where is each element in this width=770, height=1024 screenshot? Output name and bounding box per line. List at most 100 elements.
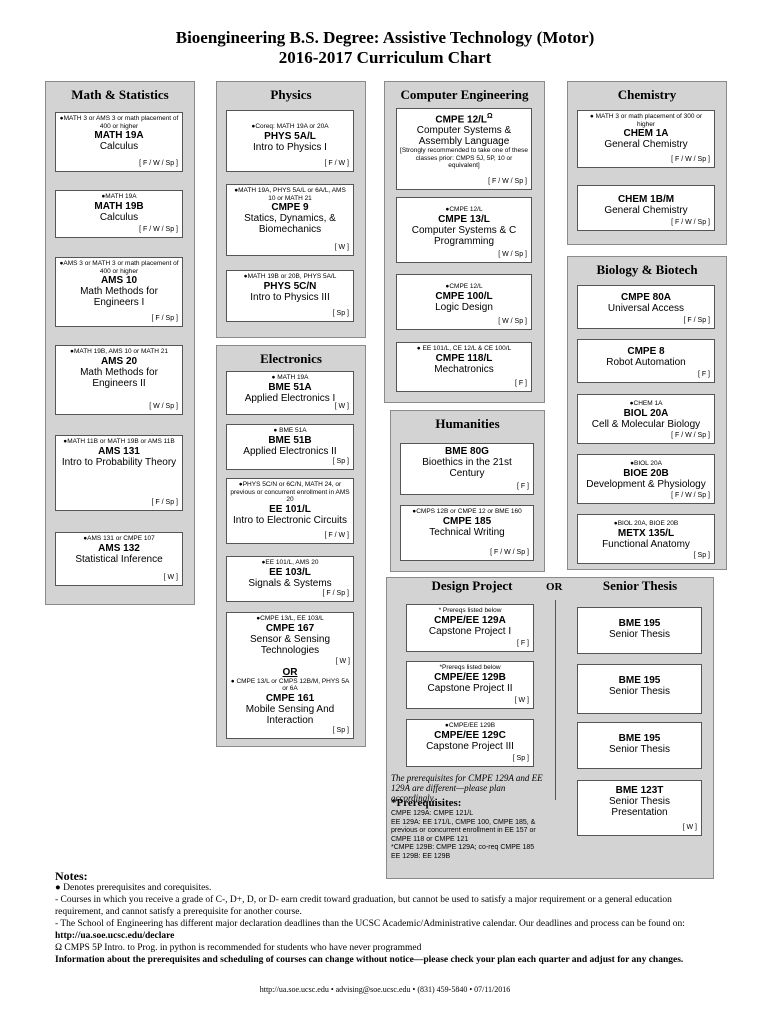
course-quarters: [ Sp ] (512, 755, 529, 762)
course-prereq: ●MATH 19B, AMS 10 or MATH 21 (70, 348, 168, 355)
course-prereq: ●BIOL 20A (630, 460, 662, 467)
notes-heading: Notes: (55, 869, 88, 883)
course-quarters: [ W / Sp ] (498, 251, 527, 258)
course-name: Intro to Physics III (250, 291, 330, 303)
course-biol-20a[interactable]: ●CHEM 1A BIOL 20A Cell & Molecular Biolo… (577, 394, 715, 444)
course-cmpe-129c[interactable]: ●CMPE/EE 129B CMPE/EE 129C Capstone Proj… (406, 719, 534, 767)
course-name: Senior Thesis (609, 744, 670, 755)
course-prereq: ● MATH 3 or math placement of 300 or hig… (589, 113, 703, 128)
course-cmpe-100[interactable]: ●CMPE 12/L CMPE 100/L Logic Design [ W /… (396, 274, 532, 330)
course-bme-195-2[interactable]: BME 195 Senior Thesis (577, 664, 702, 714)
notes-section: Notes: ● Denotes prerequisites and coreq… (55, 870, 715, 966)
course-code: METX 135/L (617, 527, 675, 539)
course-bme-80g[interactable]: BME 80G Bioethics in the 21st Century [ … (400, 443, 534, 495)
course-phys-5a[interactable]: ●Coreq: MATH 19A or 20A PHYS 5A/L Intro … (226, 110, 354, 172)
course-cmpe-80a[interactable]: CMPE 80A Universal Access [ F / Sp ] (577, 285, 715, 329)
course-quarters: [ F / Sp ] (151, 315, 178, 322)
course-name: Statics, Dynamics, & Biomechanics (244, 213, 336, 235)
course-name: Calculus (99, 141, 139, 152)
course-cmpe-12[interactable]: CMPE 12/LΩ Computer Systems & Assembly L… (396, 108, 532, 190)
course-code: CMPE 118/L (435, 352, 493, 364)
course-cmpe-129b[interactable]: *Prereqs listed below CMPE/EE 129B Capst… (406, 661, 534, 709)
course-code: PHYS 5A/L (264, 130, 316, 142)
course-quarters: [ F / Sp ] (322, 590, 349, 597)
prereq-cmpe-129a: CMPE 129A: CMPE 121/L (391, 810, 474, 817)
course-bioe-20b[interactable]: ●BIOL 20A BIOE 20B Development & Physiol… (577, 454, 715, 504)
course-code: AMS 131 (98, 445, 140, 457)
course-name: Robot Automation (606, 357, 686, 368)
course-quarters: [ F / W / Sp ] (671, 432, 710, 439)
declare-link[interactable]: http://ua.soe.ucsc.edu/declare (55, 931, 175, 941)
course-bme-195-3[interactable]: BME 195 Senior Thesis (577, 722, 702, 769)
course-name: Signals & Systems (248, 577, 332, 589)
course-code: BIOE 20B (623, 467, 669, 479)
course-cmpe-8[interactable]: CMPE 8 Robot Automation [ F ] (577, 339, 715, 383)
course-name: Capstone Project I (428, 625, 512, 637)
course-code: AMS 132 (98, 542, 140, 554)
note-bullet: ● Denotes prerequisites and corequisites… (55, 883, 212, 893)
course-quarters: [ F / W / Sp ] (139, 160, 178, 167)
course-cmpe-13[interactable]: ●CMPE 12/L CMPE 13/L Computer Systems & … (396, 197, 532, 263)
or-label: OR (282, 666, 298, 678)
course-quarters: [ F / W / Sp ] (671, 156, 710, 163)
course-cmpe-129a[interactable]: * Prereqs listed below CMPE/EE 129A Caps… (406, 604, 534, 652)
course-cmpe-9[interactable]: ●MATH 19A, PHYS 5A/L or 6A/L, AMS 10 or … (226, 184, 354, 256)
course-cmpe-185[interactable]: ●CMPS 12B or CMPE 12 or BME 160 CMPE 185… (400, 505, 534, 561)
course-name: General Chemistry (604, 205, 688, 216)
course-quarters: [ W ] (514, 697, 529, 704)
course-bme-195-1[interactable]: BME 195 Senior Thesis (577, 607, 702, 654)
course-prereq: ●BIOL 20A, BIOE 20B (613, 520, 679, 527)
course-chem-1a[interactable]: ● MATH 3 or math placement of 300 or hig… (577, 110, 715, 168)
note-deadlines-text: - The School of Engineering has differen… (55, 919, 685, 929)
course-bme-51a[interactable]: ● MATH 19A BME 51A Applied Electronics I… (226, 371, 354, 415)
course-cmpe-118[interactable]: ● EE 101/L, CE 12/L & CE 100/L CMPE 118/… (396, 342, 532, 392)
course-quarters: [ Sp ] (332, 310, 349, 317)
course-prereq: ●MATH 19B or 20B, PHYS 5A/L (243, 273, 337, 280)
course-ee-101[interactable]: ●PHYS 5C/N or 6C/N, MATH 24, or previous… (226, 478, 354, 544)
course-prereq: ●MATH 19A (101, 193, 137, 200)
course-quarters: [ F / W / Sp ] (488, 178, 527, 185)
course-name: Applied Electronics I (244, 392, 336, 404)
course-cmpe-167-or-161[interactable]: ●CMPE 13/L, EE 103/L CMPE 167 Sensor & S… (226, 612, 354, 739)
course-quarters: [ F / Sp ] (683, 317, 710, 324)
course-quarters: [ W / Sp ] (498, 318, 527, 325)
course-math-19b[interactable]: ●MATH 19A MATH 19B Calculus [ F / W / Sp… (55, 190, 183, 238)
course-metx-135[interactable]: ●BIOL 20A, BIOE 20B METX 135/L Functiona… (577, 514, 715, 564)
course-quarters: [ F ] (514, 380, 527, 387)
course-code: MATH 19A (94, 130, 144, 141)
course-prereq: ● EE 101/L, CE 12/L & CE 100/L (416, 345, 512, 352)
course-ams-10[interactable]: ●AMS 3 or MATH 3 or math placement of 40… (55, 257, 183, 327)
course-prereq: ●CMPE/EE 129B (444, 722, 496, 729)
course-quarters: [ F / W / Sp ] (490, 549, 529, 556)
course-name: Math Methods for Engineers I (80, 286, 158, 308)
design-prereq-list: CMPE 129A: CMPE 121/L EE 129A: EE 171/L,… (391, 810, 551, 861)
prereq-cmpe-129b: *CMPE 129B: CMPE 129A; co-req CMPE 185 (391, 844, 535, 851)
panel-title-physics: Physics (270, 87, 312, 102)
course-ee-103[interactable]: ●EE 101/L, AMS 20 EE 103/L Signals & Sys… (226, 556, 354, 602)
course-ams-131[interactable]: ●MATH 11B or MATH 19B or AMS 11B AMS 131… (55, 435, 183, 511)
page-subtitle: 2016-2017 Curriculum Chart (278, 48, 492, 67)
course-ams-20[interactable]: ●MATH 19B, AMS 10 or MATH 21 AMS 20 Math… (55, 345, 183, 415)
course-prereq: ●MATH 19A, PHYS 5A/L or 6A/L, AMS 10 or … (234, 187, 346, 202)
course-code-alt: CMPE 161 (265, 692, 315, 704)
course-code: AMS 10 (100, 275, 138, 286)
course-name: Senior Thesis (609, 629, 670, 640)
course-bme-123t[interactable]: BME 123T Senior Thesis Presentation [ W … (577, 780, 702, 836)
course-code: CMPE/EE 129A (434, 614, 506, 626)
course-code: CMPE 185 (442, 515, 492, 527)
course-ams-132[interactable]: ●AMS 131 or CMPE 107 AMS 132 Statistical… (55, 532, 183, 586)
course-chem-1b[interactable]: CHEM 1B/M General Chemistry [ F / W / Sp… (577, 185, 715, 231)
course-name: Cell & Molecular Biology (591, 418, 701, 430)
prereq-ee-129b: EE 129B: EE 129B (391, 852, 451, 860)
course-phys-5c[interactable]: ●MATH 19B or 20B, PHYS 5A/L PHYS 5C/N In… (226, 270, 354, 322)
course-math-19a[interactable]: ●MATH 3 or AMS 3 or math placement of 40… (55, 112, 183, 172)
course-name: General Chemistry (604, 139, 688, 150)
course-code: BME 51A (268, 381, 312, 393)
course-prereq: ● MATH 19A (271, 374, 309, 381)
or-divider-label: OR (546, 581, 563, 593)
note-deadlines: - The School of Engineering has differen… (55, 918, 715, 942)
course-name: Universal Access (607, 303, 685, 314)
course-code: CMPE 167 (265, 622, 315, 634)
course-bme-51b[interactable]: ● BME 51A BME 51B Applied Electronics II… (226, 424, 354, 470)
course-code: CMPE/EE 129B (434, 671, 506, 683)
